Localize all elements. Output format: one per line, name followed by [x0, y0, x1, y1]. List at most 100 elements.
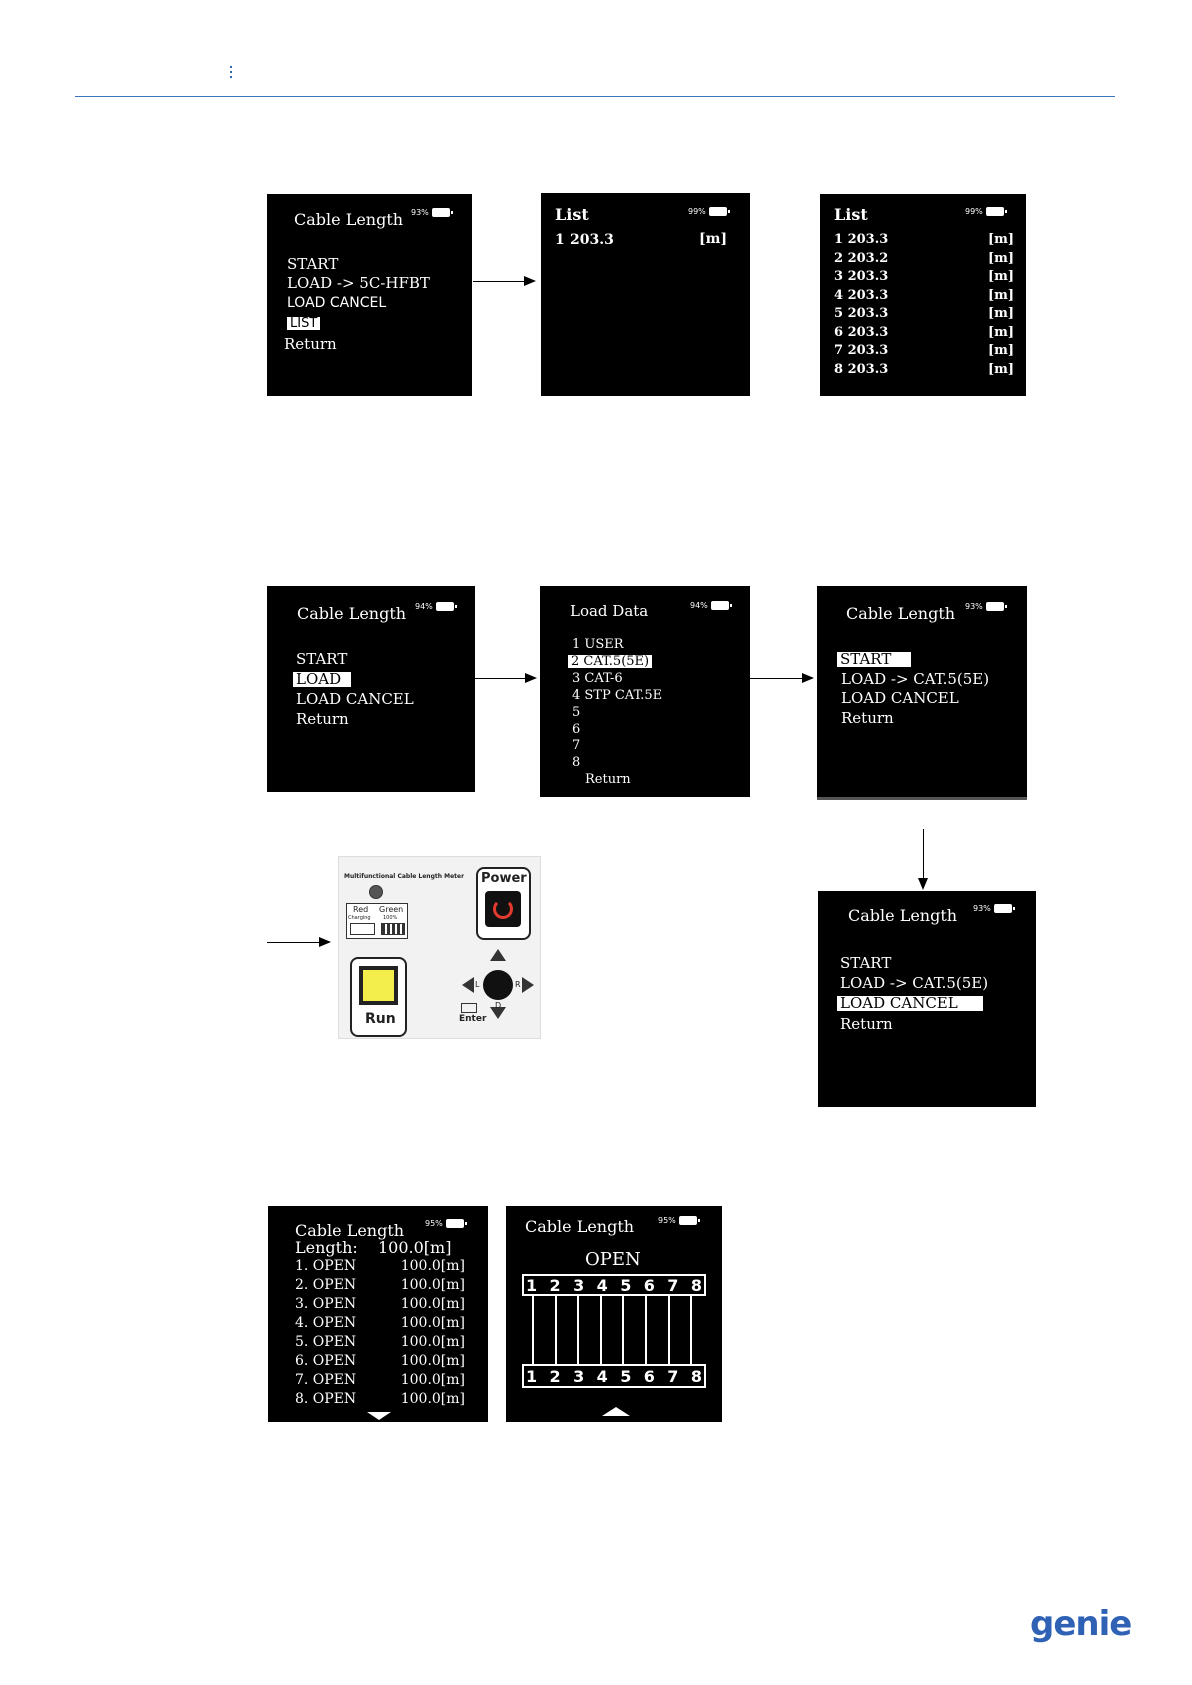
charging-plug-icon [350, 923, 375, 935]
screen-title: Cable Length [294, 210, 404, 229]
load-item-3: 3 CAT-6 [572, 671, 623, 686]
right-arrow-icon [522, 977, 534, 993]
genie-logo: genie [1030, 1604, 1132, 1644]
wire-line [667, 1296, 670, 1364]
pair-length: 100.0[m] [400, 1372, 465, 1388]
pair-length: 100.0[m] [400, 1334, 465, 1350]
scroll-down-icon[interactable] [367, 1412, 391, 1420]
battery-percent: 93% [973, 904, 991, 913]
header-rule [75, 96, 1115, 97]
length-label: Length: [295, 1238, 358, 1257]
menu-item-list-selected: LIST [287, 317, 321, 330]
screen-title: Cable Length [846, 604, 956, 623]
power-label: Power [481, 871, 527, 886]
pair-status: 5. OPEN [295, 1334, 357, 1350]
battery-indicator: 93% [965, 602, 1007, 611]
list-row-unit: [m] [987, 250, 1014, 266]
screen-list-single: List 99% 1 203.3 [m] [541, 193, 750, 396]
run-button[interactable]: Run [350, 957, 407, 1037]
battery-indicator: 99% [965, 207, 1007, 216]
indicator-legend: Red Green Charging 100% [346, 903, 408, 939]
down-arrow-icon [490, 1007, 506, 1019]
battery-percent: 99% [688, 207, 706, 216]
legend-full: 100% [383, 915, 398, 921]
screen-title: Cable Length [525, 1217, 635, 1236]
load-item-8: 8 [572, 755, 581, 770]
list-row-unit: [m] [987, 343, 1014, 358]
pin-label: 3 [573, 1276, 585, 1295]
nav-down-label: D [495, 1001, 502, 1010]
pin-label: 7 [667, 1276, 679, 1295]
arrow-down [918, 829, 928, 890]
load-item-2-selected: 2 CAT.5(5E) [568, 655, 653, 668]
power-button[interactable]: Power [476, 867, 531, 940]
enter-label: Enter [459, 1014, 487, 1024]
scroll-up-icon[interactable] [602, 1407, 630, 1416]
wire-line [532, 1296, 534, 1364]
load-item-7: 7 [572, 738, 581, 753]
battery-icon [678, 1216, 700, 1225]
header-dots [230, 66, 234, 82]
pair-result-row: 2. OPEN 100.0[m] [295, 1278, 465, 1297]
menu-item-return: Return [296, 710, 349, 728]
screen-cable-length-load-cancel: Cable Length 93% START LOAD -> CAT.5(5E)… [818, 891, 1036, 1107]
legend-red: Red [353, 905, 369, 914]
pin-label: 7 [667, 1367, 679, 1386]
screen-title: Load Data [570, 602, 649, 620]
menu-item-load-selected: LOAD [293, 672, 351, 687]
list-row: 7 203.3[m] [834, 344, 1014, 363]
menu-item-load: LOAD -> 5C-HFBT [287, 274, 430, 292]
menu-item-start: START [287, 255, 339, 273]
pin-label: 5 [620, 1367, 632, 1386]
pair-length: 100.0[m] [400, 1315, 465, 1331]
pin-label: 2 [549, 1367, 561, 1386]
battery-percent: 94% [690, 601, 708, 610]
battery-indicator: 93% [973, 904, 1015, 913]
pair-status: 2. OPEN [295, 1277, 357, 1293]
battery-percent: 95% [658, 1216, 676, 1225]
menu-item-start-selected: START [837, 652, 911, 667]
battery-indicator: 99% [688, 207, 730, 216]
list-row: 4 203.3[m] [834, 289, 1014, 308]
load-item-return: Return [585, 772, 631, 787]
battery-icon [435, 602, 457, 611]
pin-label: 6 [643, 1367, 655, 1386]
pin-label: 8 [690, 1367, 702, 1386]
pin-label: 1 [526, 1276, 538, 1295]
pair-result-row: 5. OPEN 100.0[m] [295, 1335, 465, 1354]
list-row-value: 203.3 [570, 232, 614, 248]
load-item-6: 6 [572, 722, 581, 737]
load-item-1: 1 USER [572, 637, 624, 652]
list-row-entry: 1 203.3 [834, 232, 889, 247]
battery-percent: 94% [415, 602, 433, 611]
battery-percent: 93% [965, 602, 983, 611]
list-row-unit: [m] [987, 287, 1014, 303]
menu-item-return: Return [841, 709, 894, 727]
battery-icon [985, 207, 1007, 216]
left-arrow-icon [462, 977, 474, 993]
pair-length: 100.0[m] [400, 1277, 465, 1293]
wire-line [577, 1296, 580, 1364]
battery-icon [710, 601, 732, 610]
pair-status: 1. OPEN [295, 1258, 357, 1274]
battery-indicator: 95% [425, 1219, 467, 1228]
list-row-unit: [m] [987, 232, 1014, 247]
screen-cable-length-load-menu: Cable Length 94% START LOAD LOAD CANCEL … [267, 586, 475, 792]
wire-line [645, 1296, 647, 1364]
navigation-pad[interactable]: L R D [462, 949, 534, 1021]
arrow-right [267, 937, 331, 947]
list-row-entry: 8 203.3 [834, 361, 889, 377]
wire-line [554, 1296, 557, 1364]
battery-icon [993, 904, 1015, 913]
run-label: Run [365, 1011, 396, 1027]
run-key [359, 966, 398, 1005]
list-row: 1 203.3 [m] [834, 233, 1014, 252]
pair-status: 8. OPEN [295, 1391, 357, 1407]
list-row-unit: [m] [987, 324, 1014, 340]
menu-item-load: LOAD -> CAT.5(5E) [840, 974, 989, 992]
